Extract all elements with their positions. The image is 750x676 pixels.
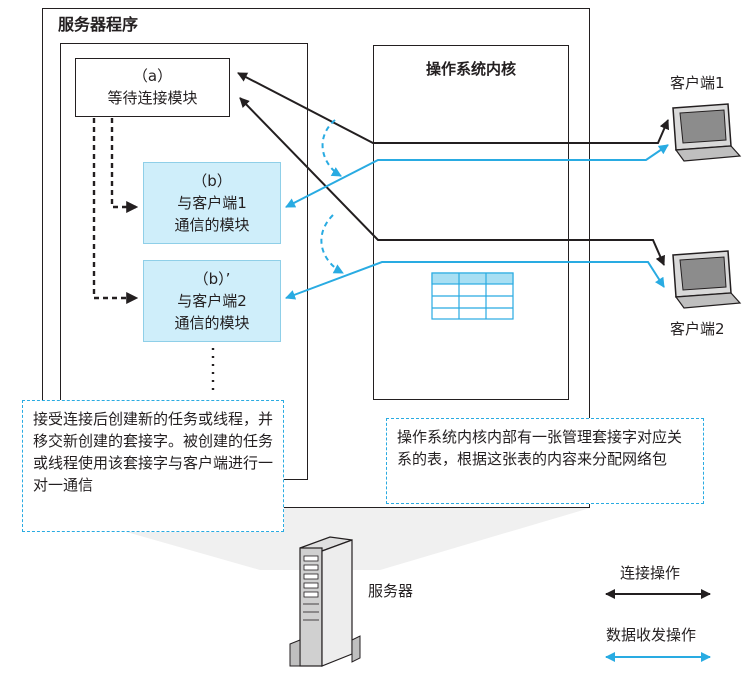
module-b1-line3: 通信的模块	[174, 216, 250, 234]
note-task-thread: 接受连接后创建新的任务或线程，并移交新创建的套接字。被创建的任务或线程使用该套接…	[22, 400, 284, 532]
legend-data-label: 数据收发操作	[606, 626, 697, 644]
dispatch-curve-1	[321, 119, 342, 177]
server-program-title: 服务器程序	[58, 15, 139, 34]
module-b1-line1: （b）	[192, 172, 232, 190]
server-tower-icon	[289, 536, 361, 667]
connect-arrow-client1	[237, 72, 669, 144]
server-label: 服务器	[368, 582, 414, 600]
module-b2-line2: 与客户端2	[177, 292, 247, 310]
computer-icon-client1	[672, 103, 742, 162]
note-socket-table: 操作系统内核内部有一张管理套接字对应关系的表，根据这张表的内容来分配网络包	[386, 418, 704, 504]
socket-table-icon	[431, 272, 514, 320]
connect-arrow-client2	[239, 97, 665, 266]
client2-label: 客户端2	[670, 320, 725, 338]
data-arrow-client2	[285, 261, 665, 300]
module-b2-box: （b）’ 与客户端2 通信的模块	[143, 260, 281, 342]
spawn-link-b1	[110, 118, 139, 213]
module-b1-line2: 与客户端1	[177, 194, 247, 212]
dispatch-curve-2	[320, 214, 344, 274]
computer-icon-client2	[672, 250, 742, 309]
module-a-line2: 等待连接模块	[107, 89, 198, 107]
module-b2-line1: （b）’	[193, 270, 231, 288]
module-a-line1: （a）	[132, 67, 173, 85]
client1-label: 客户端1	[670, 74, 725, 92]
module-a-box: （a） 等待连接模块	[75, 58, 230, 117]
legend-connect-label: 连接操作	[620, 564, 681, 582]
module-b2-line3: 通信的模块	[174, 314, 250, 332]
spawn-link-b2	[92, 118, 139, 304]
data-arrow-client1	[285, 144, 669, 208]
